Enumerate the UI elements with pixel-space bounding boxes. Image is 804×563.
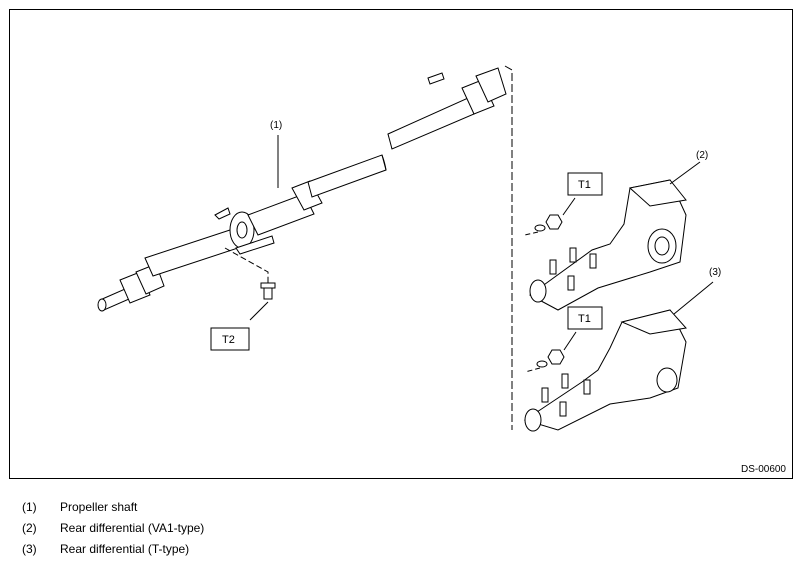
legend-text: Propeller shaft bbox=[60, 499, 138, 514]
legend-item: (2) Rear differential (VA1-type) bbox=[22, 517, 204, 538]
t1-upper-label: T1 bbox=[578, 179, 591, 191]
legend-num: (2) bbox=[22, 520, 37, 535]
propeller-shaft bbox=[97, 67, 507, 312]
rear-tube bbox=[387, 97, 475, 150]
t1-lower-box bbox=[567, 306, 603, 330]
center-bearing-bolt bbox=[260, 282, 276, 300]
t2-box bbox=[210, 327, 250, 351]
t-side-flange bbox=[656, 367, 678, 393]
mid-tube bbox=[307, 154, 387, 198]
va1-washer bbox=[534, 224, 546, 232]
callout-3: (3) bbox=[709, 267, 721, 278]
rear-differential-t bbox=[523, 309, 687, 432]
legend-num: (3) bbox=[22, 541, 37, 556]
diagram-frame: (1) (2) (3) T1 T1 T2 DS-00600 bbox=[9, 9, 793, 479]
t-washer bbox=[536, 360, 548, 368]
mid-body bbox=[247, 193, 315, 236]
rear-differential-va1 bbox=[529, 179, 687, 311]
exploded-view-diagram: (1) (2) (3) T1 T1 T2 bbox=[97, 65, 721, 432]
legend-text: Rear differential (T-type) bbox=[60, 541, 190, 556]
front-tube bbox=[144, 227, 245, 277]
legend: (1) Propeller shaft (2) Rear differentia… bbox=[22, 496, 204, 559]
t-nut bbox=[547, 349, 565, 365]
separator-line bbox=[504, 65, 513, 430]
rear-bolt bbox=[427, 72, 445, 85]
t2-label: T2 bbox=[222, 334, 235, 346]
t1-upper-box bbox=[567, 172, 603, 196]
callout-1: (1) bbox=[270, 120, 282, 131]
va1-pinion-flange bbox=[529, 279, 547, 303]
legend-item: (3) Rear differential (T-type) bbox=[22, 538, 204, 559]
t-pinion-flange bbox=[524, 408, 542, 432]
legend-item: (1) Propeller shaft bbox=[22, 496, 204, 517]
t1-lower-label: T1 bbox=[578, 313, 591, 325]
legend-text: Rear differential (VA1-type) bbox=[60, 520, 205, 535]
rear-joint bbox=[461, 79, 495, 115]
figure-id: DS-00600 bbox=[740, 464, 786, 475]
bearing-bracket bbox=[235, 235, 275, 255]
va1-nut bbox=[545, 214, 563, 230]
callout-2: (2) bbox=[696, 150, 708, 161]
legend-num: (1) bbox=[22, 499, 37, 514]
